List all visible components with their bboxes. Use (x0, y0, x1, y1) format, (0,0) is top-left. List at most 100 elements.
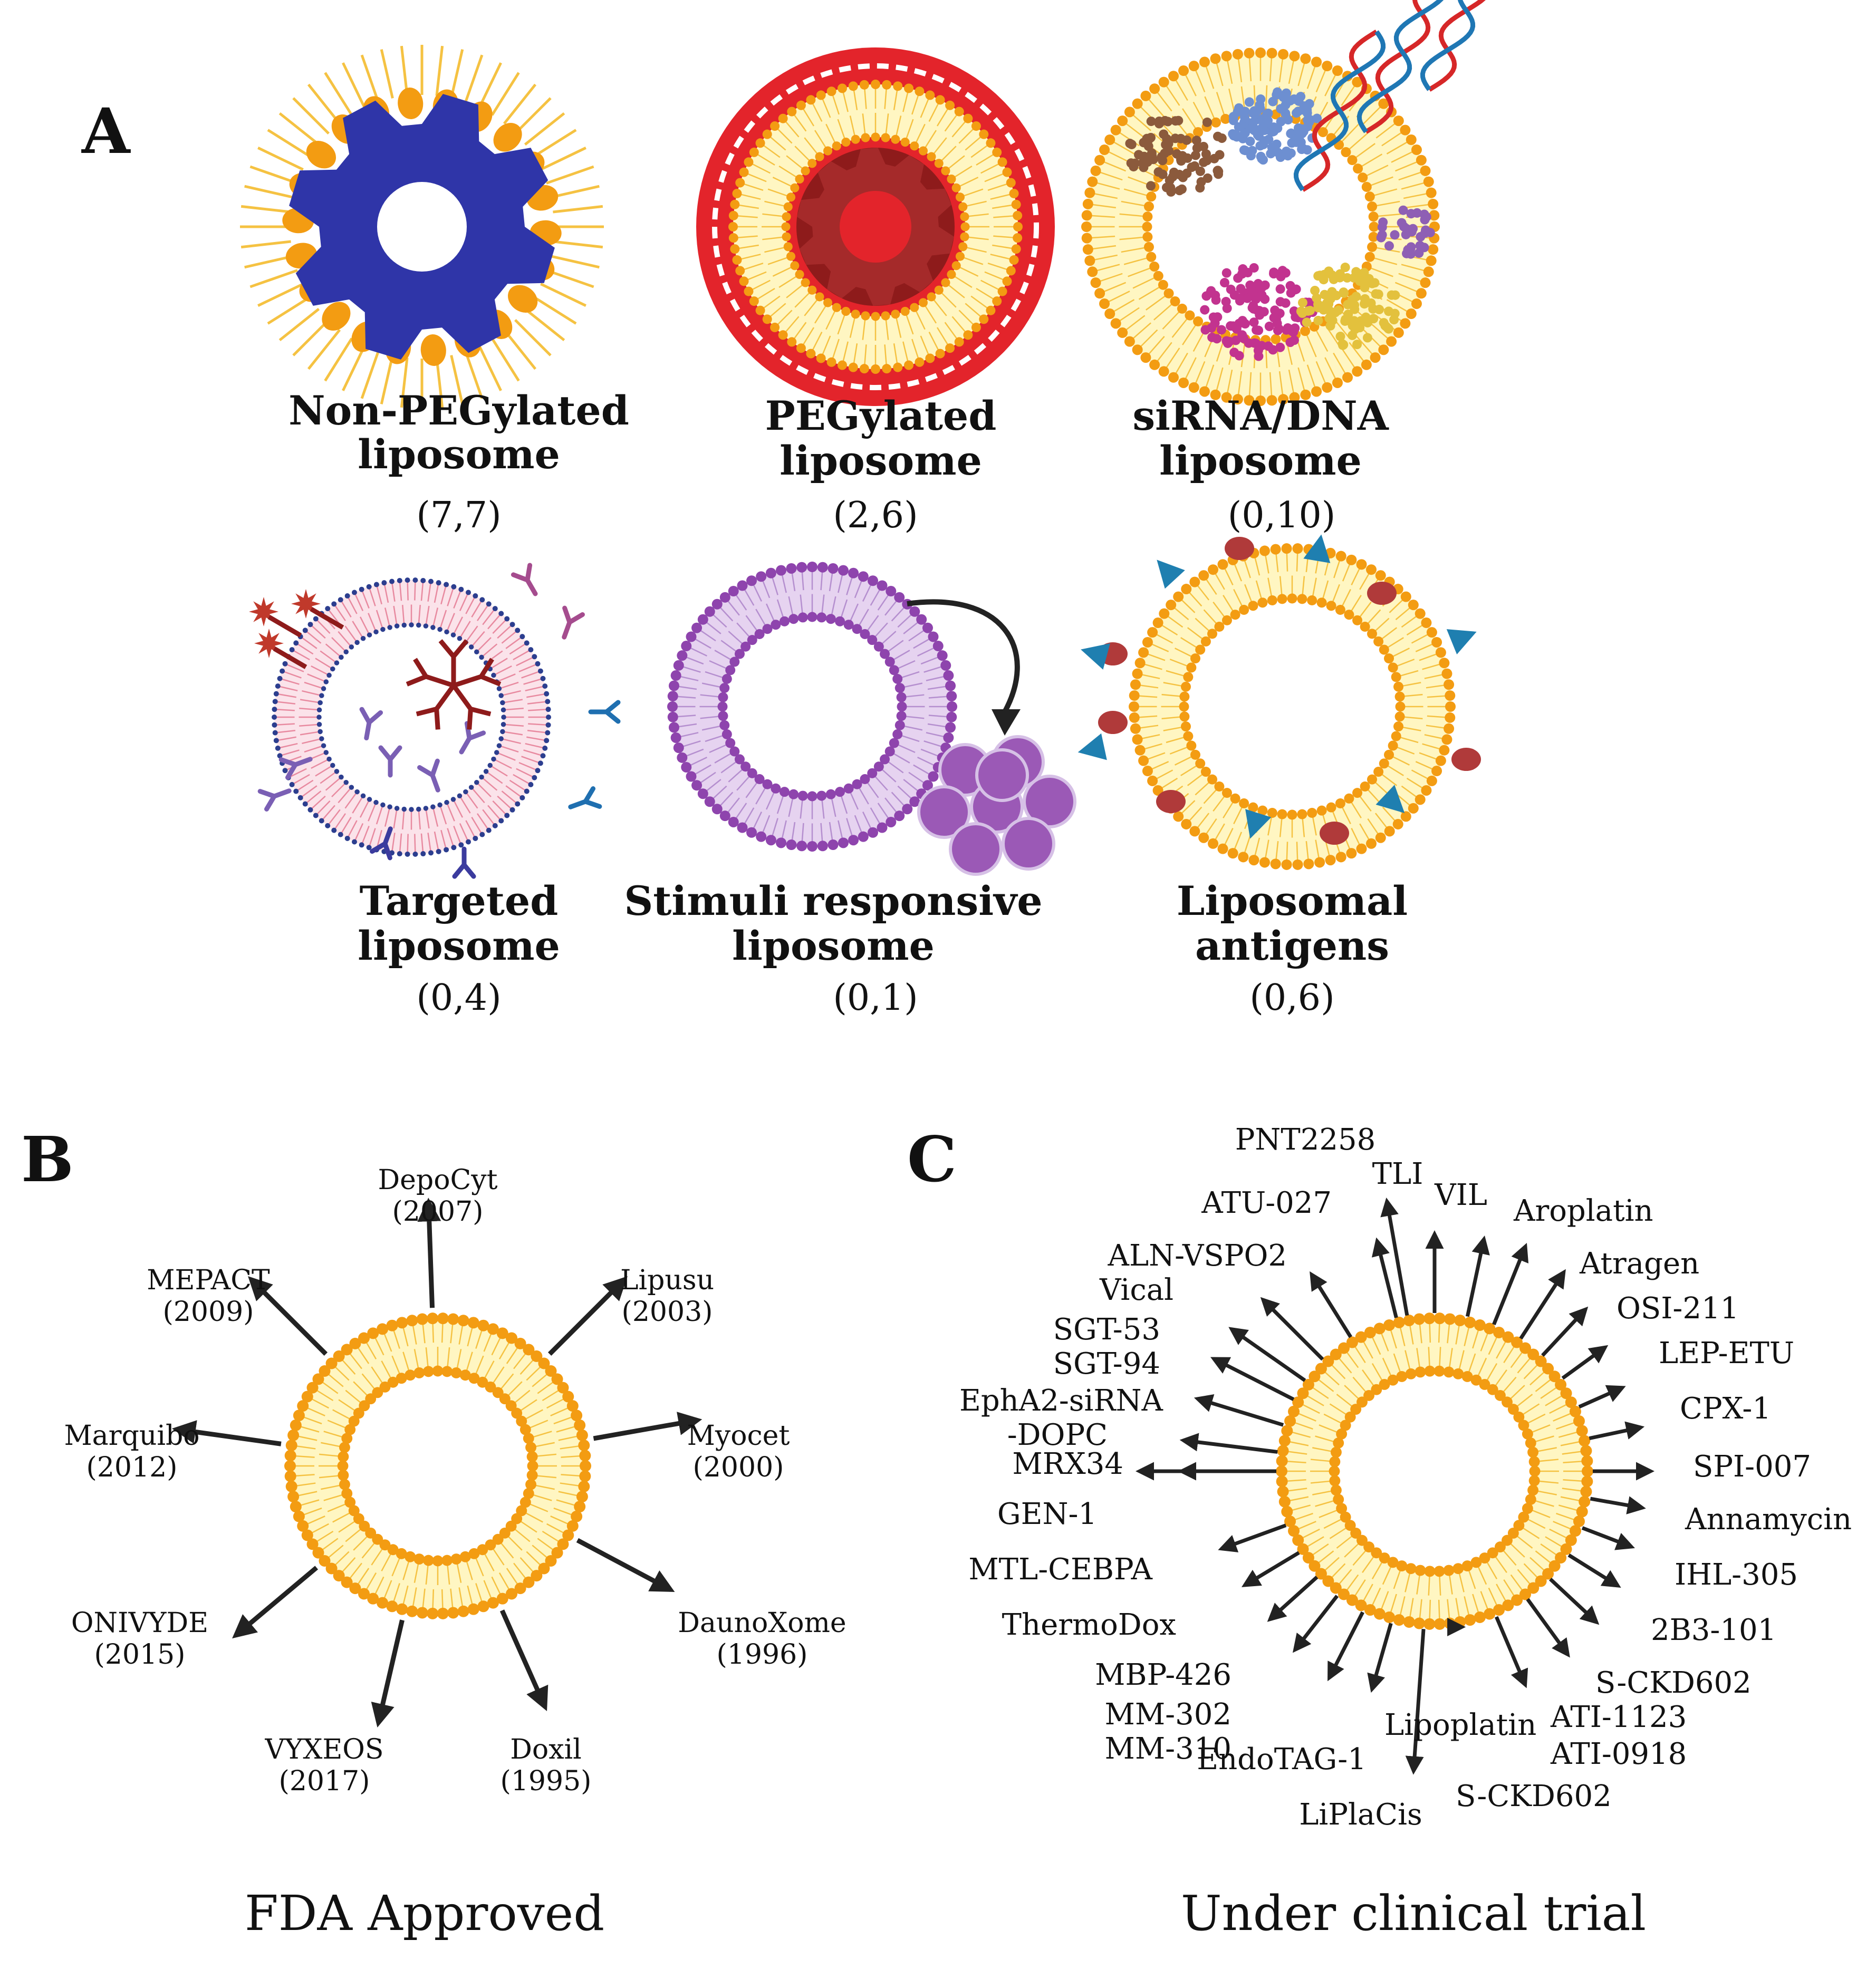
trial-drug-label: Atragen (1579, 1247, 1699, 1281)
cargo-cluster (1125, 115, 1227, 197)
trial-drug-label: Aroplatin (1513, 1194, 1653, 1228)
fda-arrow (371, 1619, 405, 1727)
trial-arrow (1310, 1271, 1352, 1338)
fda-approved-labels: DepoCyt(2007)Lipusu(2003)Myocet(2000)Dau… (64, 1164, 846, 1797)
cargo-cluster (1200, 263, 1317, 361)
fda-approved-arrows (171, 1198, 703, 1727)
antigen-triangle (1446, 629, 1477, 655)
cargo-cluster (1228, 87, 1322, 165)
type-count: (0,6) (1249, 977, 1334, 1019)
trial-drug-label: LiPlaCis (1299, 1798, 1422, 1832)
released-drug (1023, 775, 1076, 828)
drug-name: Myocet (687, 1420, 790, 1452)
trial-arrow (1179, 1433, 1278, 1454)
svg-text:PEGylated: PEGylated (765, 392, 997, 439)
trial-drug-label: MRX34 (1012, 1447, 1123, 1481)
svg-text:liposome: liposome (358, 431, 560, 478)
type-label-liposomal-antigens: Liposomal antigens (0,6) (1177, 877, 1408, 1019)
trial-arrow (1567, 1553, 1621, 1588)
sirna-dna-liposome-illustration (1081, 0, 1486, 406)
trial-drug-label: Lipoplatin (1384, 1708, 1536, 1742)
trial-drug-label: TLI (1372, 1157, 1423, 1191)
trial-arrow (1581, 1526, 1635, 1550)
trial-drug-label: CPX-1 (1680, 1392, 1771, 1426)
fda-drug-label: ONIVYDE(2015) (71, 1607, 208, 1671)
trial-arrow (1589, 1421, 1645, 1441)
trial-arrow (1380, 1198, 1409, 1316)
approval-year: (2003) (622, 1296, 713, 1328)
antibody (370, 826, 393, 861)
svg-text:Non-PEGylated: Non-PEGylated (288, 387, 629, 434)
non-pegylated-liposome-illustration (240, 45, 604, 409)
trial-arrow (1210, 1357, 1295, 1401)
drug-name: VYXEOS (264, 1734, 383, 1765)
antibody (588, 700, 621, 724)
trial-arrow (1519, 1269, 1566, 1340)
trial-arrow (1267, 1576, 1319, 1622)
panel-a-letter: A (81, 94, 131, 168)
dna-helix (1293, 30, 1386, 192)
dna-helix (1420, 0, 1486, 92)
fda-drug-label: Marquibo(2012) (64, 1420, 199, 1483)
antibody (562, 605, 585, 640)
released-drug (949, 822, 1003, 876)
trial-arrow (1218, 1523, 1287, 1552)
trial-drug-label: LEP-ETU (1659, 1336, 1794, 1370)
trial-arrow (1549, 1578, 1600, 1625)
type-label-sirna-dna: siRNA/DNA liposome (0,10) (1132, 392, 1389, 536)
fda-approved-liposome (284, 1312, 591, 1619)
trial-drug-label: GEN-1 (997, 1497, 1097, 1531)
drug-name: ONIVYDE (71, 1607, 208, 1639)
svg-text:liposome: liposome (358, 922, 560, 969)
trial-drug-label: IHL-305 (1675, 1558, 1798, 1592)
antigen-dot (1098, 711, 1128, 734)
clinical-trial-caption: Under clinical trial (1181, 1885, 1646, 1942)
fda-arrow (248, 1276, 328, 1356)
fda-drug-label: MEPACT(2009) (147, 1265, 270, 1328)
stimuli-membrane (667, 562, 957, 852)
approval-year: (2012) (86, 1452, 178, 1483)
svg-text:liposome: liposome (780, 437, 982, 484)
drug-name: DaunoXome (678, 1607, 846, 1639)
released-drug (917, 785, 971, 839)
svg-text:siRNA/DNA: siRNA/DNA (1132, 392, 1389, 439)
stimuli-responsive-liposome-illustration (667, 562, 1076, 876)
trial-drug-label: -DOPC (1007, 1418, 1108, 1452)
antigen-triangle (1303, 534, 1331, 563)
cargo-cluster (1296, 263, 1400, 350)
fda-arrow (576, 1538, 675, 1592)
trial-arrow (1526, 1598, 1570, 1658)
drug-name: MEPACT (147, 1265, 270, 1296)
drug-name: DepoCyt (378, 1164, 497, 1196)
trial-drug-label: MM-310 (1105, 1732, 1232, 1766)
antibody-cluster (406, 639, 502, 730)
type-label-targeted: Targeted liposome (0,4) (358, 877, 560, 1019)
trial-arrow (1228, 1327, 1306, 1382)
release-arrow (907, 599, 1020, 713)
targeted-membrane (272, 577, 551, 857)
approval-year: (2017) (279, 1765, 370, 1797)
antigen-triangle (1078, 733, 1107, 760)
antibody (359, 707, 383, 741)
trial-drug-label: ATI-0918 (1550, 1737, 1687, 1771)
trial-drug-label: EphA2-siRNA (959, 1384, 1163, 1418)
fda-arrow (232, 1566, 319, 1639)
released-drug (1002, 817, 1055, 871)
type-count: (0,4) (416, 977, 501, 1019)
type-label-non-pegylated: Non-PEGylated liposome (7,7) (288, 387, 629, 536)
ligand-star (291, 589, 344, 630)
antigen-triangle (1245, 809, 1272, 839)
trial-drug-label: EndoTAG-1 (1197, 1742, 1367, 1777)
ligand-star (249, 597, 302, 638)
drug-name: Lipusu (620, 1265, 714, 1296)
type-count: (0,10) (1228, 495, 1335, 536)
trial-arrow (1465, 1235, 1490, 1317)
fda-drug-label: Myocet(2000) (687, 1420, 790, 1483)
trial-drug-label: Vical (1099, 1273, 1173, 1307)
trial-arrow (1494, 1616, 1528, 1688)
antigen-triangle (1157, 559, 1185, 589)
clinical-trial-liposome (1276, 1312, 1593, 1630)
svg-text:liposome: liposome (1159, 437, 1362, 484)
panel-b-letter: B (21, 1123, 74, 1196)
antibody (278, 757, 313, 780)
